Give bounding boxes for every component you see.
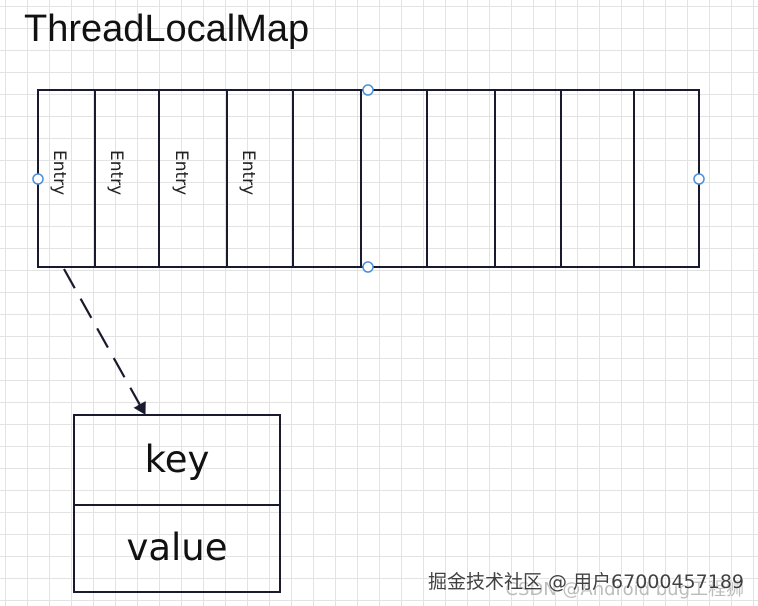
array-slot-entry-1: Entry [49, 150, 69, 195]
array-slot-entry-2: Entry [106, 150, 126, 195]
watermark-secondary: CSDN @Android bug工程狮 [505, 579, 744, 600]
entry-value-label: value [126, 526, 227, 569]
watermark-primary: 掘金技术社区 @ 用户67000457189 [427, 571, 744, 593]
array-slot-entry-3: Entry [171, 150, 191, 195]
selection-handle-right[interactable] [693, 173, 705, 185]
watermark: CSDN @Android bug工程狮 掘金技术社区 @ 用户67000457… [427, 567, 744, 600]
diagram-title: ThreadLocalMap [24, 8, 310, 50]
selection-handle-top[interactable] [362, 84, 374, 96]
array-slot-dividers [94, 90, 635, 267]
threadlocalmap-array[interactable] [37, 89, 700, 268]
selection-handle-bottom[interactable] [362, 261, 374, 273]
entry-detail-box[interactable] [73, 414, 281, 593]
selection-handle-left[interactable] [32, 173, 44, 185]
entry-reference-arrow[interactable] [63, 268, 146, 415]
selection-handles[interactable] [32, 84, 705, 273]
entry-key-label: key [145, 438, 210, 481]
array-slot-entry-4: Entry [238, 150, 258, 195]
